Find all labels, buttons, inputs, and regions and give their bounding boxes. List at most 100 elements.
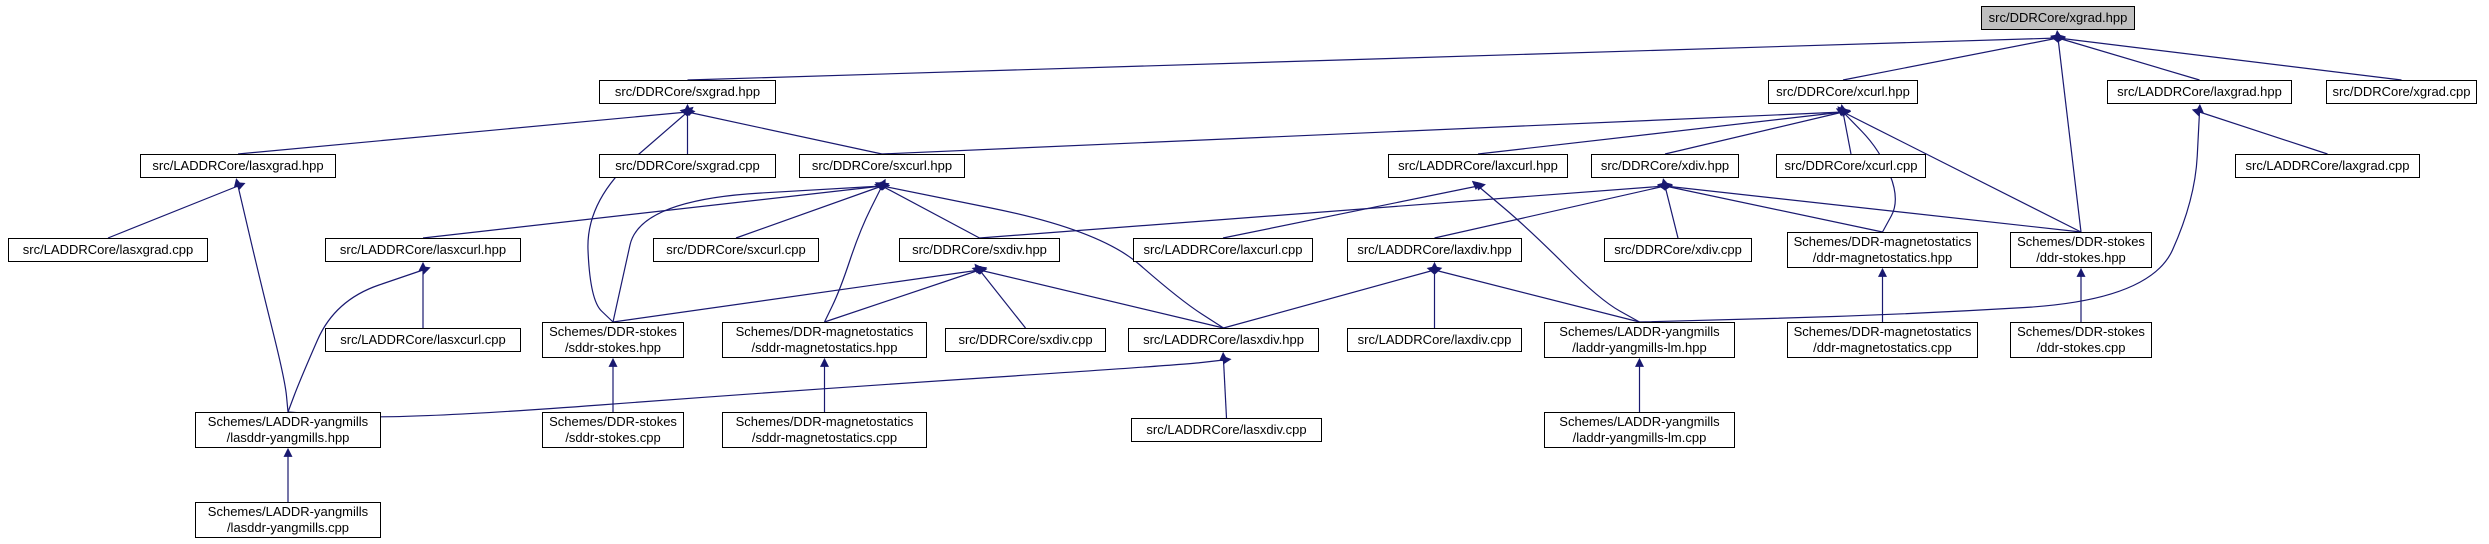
node-label-line: src/DDRCore/xdiv.hpp: [1600, 158, 1730, 173]
node-label-line: src/DDRCore/xdiv.cpp: [1614, 242, 1742, 257]
node-laddr-ym-lm-cpp[interactable]: Schemes/LADDR-yangmills/laddr-yangmills-…: [1544, 412, 1735, 448]
node-label-line: src/DDRCore/sxdiv.hpp: [912, 242, 1047, 257]
node-lasxgrad-cpp[interactable]: src/LADDRCore/lasxgrad.cpp: [8, 238, 208, 262]
node-laxgrad-cpp[interactable]: src/LADDRCore/laxgrad.cpp: [2235, 154, 2420, 178]
node-xgrad-cpp[interactable]: src/DDRCore/xgrad.cpp: [2326, 80, 2477, 104]
node-xcurl-hpp[interactable]: src/DDRCore/xcurl.hpp: [1768, 80, 1918, 104]
edge-ddr-mag-hpp-to-xdiv-hpp: [1657, 181, 1883, 233]
node-label-line: src/DDRCore/xcurl.hpp: [1776, 84, 1910, 99]
node-sxcurl-hpp[interactable]: src/DDRCore/sxcurl.hpp: [799, 154, 965, 178]
node-lasxdiv-hpp[interactable]: src/LADDRCore/lasxdiv.hpp: [1128, 328, 1319, 352]
node-label-line: src/LADDRCore/lasxcurl.hpp: [339, 242, 507, 257]
node-lasxdiv-cpp[interactable]: src/LADDRCore/lasxdiv.cpp: [1131, 418, 1322, 442]
edge-xdiv-hpp-to-xcurl-hpp: [1664, 107, 1851, 155]
node-sxcurl-cpp[interactable]: src/DDRCore/sxcurl.cpp: [653, 238, 819, 262]
node-label-line: Schemes/DDR-stokes: [549, 414, 677, 429]
node-label-line: /ddr-stokes.hpp: [2036, 250, 2126, 265]
node-laxdiv-cpp[interactable]: src/LADDRCore/laxdiv.cpp: [1347, 328, 1522, 352]
node-ddr-stokes-cpp[interactable]: Schemes/DDR-stokes/ddr-stokes.cpp: [2010, 322, 2152, 358]
node-label-line: /ddr-magnetostatics.hpp: [1812, 250, 1953, 265]
node-laxcurl-hpp[interactable]: src/LADDRCore/laxcurl.hpp: [1388, 154, 1568, 178]
edge-lasddr-ym-hpp-to-lasxdiv-hpp: [287, 355, 1232, 418]
edge-lasddr-ym-hpp-to-lasxgrad-hpp: [233, 178, 289, 413]
node-label-line: Schemes/DDR-magnetostatics: [1793, 234, 1972, 249]
node-label-line: src/DDRCore/sxdiv.cpp: [958, 332, 1093, 347]
node-laxdiv-hpp[interactable]: src/LADDRCore/laxdiv.hpp: [1347, 238, 1522, 262]
node-lasxcurl-cpp[interactable]: src/LADDRCore/lasxcurl.cpp: [325, 328, 521, 352]
edge-sxcurl-hpp-to-xcurl-hpp: [881, 107, 1852, 155]
node-sddr-mag-hpp[interactable]: Schemes/DDR-magnetostatics/sddr-magnetos…: [722, 322, 927, 358]
edge-laxgrad-cpp-to-laxgrad-hpp: [2191, 108, 2328, 155]
node-sddr-stokes-cpp[interactable]: Schemes/DDR-stokes/sddr-stokes.cpp: [542, 412, 684, 448]
node-label-line: src/LADDRCore/laxcurl.hpp: [1398, 158, 1558, 173]
edge-laddr-ym-lm-hpp-to-laxdiv-hpp: [1426, 265, 1640, 323]
node-label-line: src/LADDRCore/lasxgrad.hpp: [152, 158, 324, 173]
node-label-line: src/DDRCore/sxcurl.hpp: [811, 158, 953, 173]
edge-xcurl-hpp-to-xgrad-hpp: [1842, 33, 2066, 81]
edge-xdiv-cpp-to-xdiv-hpp: [1660, 178, 1679, 239]
node-sddr-mag-cpp[interactable]: Schemes/DDR-magnetostatics/sddr-magnetos…: [722, 412, 927, 448]
node-label-line: Schemes/LADDR-yangmills: [1559, 324, 1720, 339]
node-ddr-mag-hpp[interactable]: Schemes/DDR-magnetostatics/ddr-magnetost…: [1787, 232, 1978, 268]
node-sxgrad-cpp[interactable]: src/DDRCore/sxgrad.cpp: [599, 154, 776, 178]
node-label-line: src/LADDRCore/lasxcurl.cpp: [340, 332, 506, 347]
edge-ddr-stokes-hpp-to-xdiv-hpp: [1656, 181, 2082, 233]
node-ddr-mag-cpp[interactable]: Schemes/DDR-magnetostatics/ddr-magnetost…: [1787, 322, 1978, 358]
node-lasxcurl-hpp[interactable]: src/LADDRCore/lasxcurl.hpp: [325, 238, 521, 262]
edge-sddr-mag-hpp-to-sxdiv-hpp: [824, 266, 988, 323]
node-sxdiv-cpp[interactable]: src/DDRCore/sxdiv.cpp: [945, 328, 1106, 352]
node-sxgrad-hpp[interactable]: src/DDRCore/sxgrad.hpp: [599, 80, 776, 104]
edge-xcurl-cpp-to-xcurl-hpp: [1838, 104, 1852, 155]
node-label-line: src/DDRCore/sxgrad.hpp: [614, 84, 761, 99]
node-label-line: src/LADDRCore/laxgrad.hpp: [2117, 84, 2282, 99]
edge-sxdiv-hpp-to-xdiv-hpp: [979, 181, 1674, 239]
edge-lasxgrad-cpp-to-lasxgrad-hpp: [107, 182, 246, 239]
node-laddr-ym-lm-hpp[interactable]: Schemes/LADDR-yangmills/laddr-yangmills-…: [1544, 322, 1735, 358]
node-lasddr-ym-hpp[interactable]: Schemes/LADDR-yangmills/lasddr-yangmills…: [195, 412, 381, 448]
edge-sxdiv-cpp-to-sxdiv-hpp: [974, 263, 1026, 329]
edge-lasddr-ym-hpp-to-lasxcurl-hpp: [287, 266, 431, 413]
node-laxgrad-hpp[interactable]: src/LADDRCore/laxgrad.hpp: [2107, 80, 2292, 104]
edge-laxdiv-hpp-to-xdiv-hpp: [1434, 181, 1673, 239]
node-label-line: Schemes/DDR-stokes: [2017, 234, 2145, 249]
node-label-line: /ddr-magnetostatics.cpp: [1813, 340, 1952, 355]
edge-lasxcurl-hpp-to-sxcurl-hpp: [422, 181, 891, 239]
node-label-line: /ddr-stokes.cpp: [2036, 340, 2126, 355]
node-laxcurl-cpp[interactable]: src/LADDRCore/laxcurl.cpp: [1133, 238, 1313, 262]
node-ddr-stokes-hpp[interactable]: Schemes/DDR-stokes/ddr-stokes.hpp: [2010, 232, 2152, 268]
edge-sddr-stokes-hpp-to-sxcurl-hpp: [612, 181, 891, 323]
edge-sddr-stokes-hpp-to-sxgrad-hpp: [587, 106, 694, 323]
node-xdiv-cpp[interactable]: src/DDRCore/xdiv.cpp: [1604, 238, 1752, 262]
node-label-line: Schemes/DDR-magnetostatics: [1793, 324, 1972, 339]
node-lasddr-ym-cpp[interactable]: Schemes/LADDR-yangmills/lasddr-yangmills…: [195, 502, 381, 538]
edge-laddr-ym-lm-hpp-to-laxcurl-hpp: [1471, 180, 1640, 323]
edge-lasxgrad-hpp-to-sxgrad-hpp: [237, 107, 696, 155]
node-label-line: Schemes/DDR-stokes: [2017, 324, 2145, 339]
node-lasxgrad-hpp[interactable]: src/LADDRCore/lasxgrad.hpp: [140, 154, 336, 178]
edge-sddr-mag-hpp-to-sxcurl-hpp: [823, 178, 886, 323]
node-label-line: /lasddr-yangmills.hpp: [226, 430, 350, 445]
edge-sddr-stokes-hpp-to-sxdiv-hpp: [612, 265, 988, 323]
node-label-line: Schemes/DDR-magnetostatics: [735, 324, 914, 339]
edge-sxdiv-hpp-to-sxcurl-hpp: [874, 182, 980, 239]
node-sddr-stokes-hpp[interactable]: Schemes/DDR-stokes/sddr-stokes.hpp: [542, 322, 684, 358]
node-label-line: Schemes/LADDR-yangmills: [207, 414, 369, 429]
node-label-line: Schemes/DDR-stokes: [549, 324, 677, 339]
node-label-line: src/DDRCore/sxgrad.cpp: [615, 158, 760, 173]
node-label-line: src/LADDRCore/laxdiv.cpp: [1357, 332, 1512, 347]
node-sxdiv-hpp[interactable]: src/DDRCore/sxdiv.hpp: [899, 238, 1060, 262]
node-xcurl-cpp[interactable]: src/DDRCore/xcurl.cpp: [1776, 154, 1926, 178]
node-label-line: src/LADDRCore/lasxgrad.cpp: [22, 242, 194, 257]
node-xdiv-hpp[interactable]: src/DDRCore/xdiv.hpp: [1591, 154, 1739, 178]
edge-laddr-ym-lm-hpp-to-laxgrad-hpp: [1639, 103, 2204, 323]
node-xgrad-hpp: src/DDRCore/xgrad.hpp: [1981, 6, 2135, 30]
node-label-line: /laddr-yangmills-lm.cpp: [1572, 430, 1707, 445]
node-label-line: src/DDRCore/sxcurl.cpp: [666, 242, 806, 257]
node-label-line: Schemes/LADDR-yangmills: [207, 504, 369, 519]
node-label-line: src/LADDRCore/laxgrad.cpp: [2245, 158, 2410, 173]
node-label-line: Schemes/LADDR-yangmills: [1559, 414, 1720, 429]
node-label-line: src/LADDRCore/laxcurl.cpp: [1143, 242, 1303, 257]
edge-sxgrad-hpp-to-xgrad-hpp: [687, 33, 2067, 81]
